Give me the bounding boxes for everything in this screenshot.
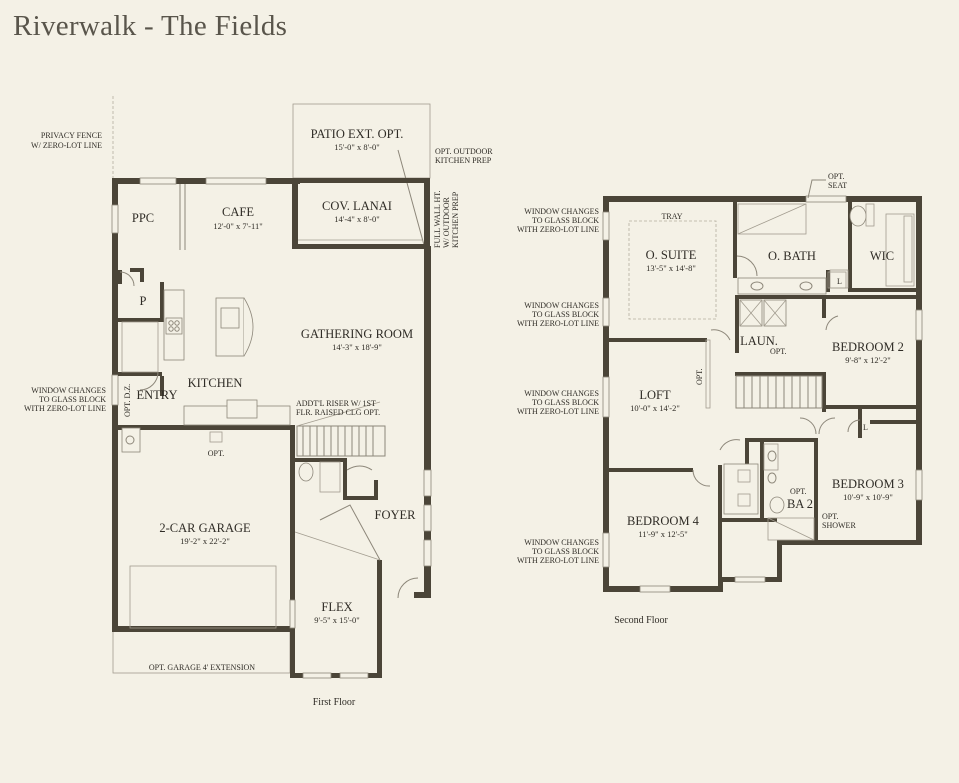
second-floor-plan	[602, 195, 923, 593]
window-changes-bed4-1: WINDOW CHANGES	[524, 538, 599, 547]
linen-closet-label-2: L	[863, 423, 868, 432]
page-title: Riverwalk - The Fields	[13, 10, 288, 42]
room-ba2-label: BA 2	[787, 497, 813, 511]
room-wic-label: WIC	[870, 249, 894, 263]
outdoor-kitchen-note-1: OPT. OUTDOOR	[435, 147, 493, 156]
opt-note: OPT.	[208, 449, 225, 458]
opt-dz-note: OPT. D.Z.	[123, 384, 132, 417]
shower-icon	[767, 517, 815, 541]
garage-ext-note: OPT. GARAGE 4' EXTENSION	[149, 663, 255, 672]
linen-closet-label: L	[837, 277, 842, 286]
room-cafe-dim: 12'-0" x 7'-11"	[213, 221, 262, 231]
room-bed4-label: BEDROOM 4	[627, 514, 700, 528]
room-laun-label: LAUN.	[740, 334, 778, 348]
room-tray-label: TRAY	[661, 212, 682, 221]
laun-opt-note: OPT.	[770, 347, 787, 356]
window-changes-suite-1: WINDOW CHANGES	[524, 207, 599, 216]
opt-seat-note-2: SEAT	[828, 181, 847, 190]
loft-opt-note: OPT.	[695, 368, 704, 385]
room-gathering-dim: 14'-3" x 18'-9"	[332, 342, 382, 352]
riser-note-1: ADDT'L RISER W/ 1ST	[296, 399, 376, 408]
room-suite-label: O. SUITE	[646, 248, 697, 262]
room-bed3-label: BEDROOM 3	[832, 477, 904, 491]
privacy-fence-note-1: PRIVACY FENCE	[41, 131, 102, 140]
second-floor-stairs	[735, 375, 823, 409]
patio-extension-outline	[292, 103, 431, 179]
room-loft-dim: 10'-0" x 14'-2"	[630, 403, 680, 413]
toilet-icon	[769, 496, 785, 514]
toilet-icon	[849, 205, 867, 227]
window-changes-suite2-2: TO GLASS BLOCK	[532, 310, 599, 319]
garage-door	[129, 565, 277, 629]
room-bed3-dim: 10'-9" x 10'-9"	[843, 492, 893, 502]
window-changes-bed4-2: TO GLASS BLOCK	[532, 547, 599, 556]
window-changes-note-1: WINDOW CHANGES	[31, 386, 106, 395]
room-garage-label: 2-CAR GARAGE	[159, 521, 251, 535]
room-patio-label: PATIO EXT. OPT.	[311, 127, 404, 141]
room-lanai-label: COV. LANAI	[322, 199, 392, 213]
room-cafe-label: CAFE	[222, 205, 254, 219]
opt-seat-note-1: OPT.	[828, 172, 845, 181]
vanity-counter	[723, 463, 759, 515]
window-changes-suite-3: WITH ZERO-LOT LINE	[517, 225, 599, 234]
wic-shelving	[885, 213, 915, 287]
full-wall-note-2: W/ OUTDOOR	[442, 196, 451, 248]
tray-ceiling-outline	[628, 220, 717, 320]
room-bed2-dim: 9'-8" x 12'-2"	[845, 355, 890, 365]
window-changes-bed4-3: WITH ZERO-LOT LINE	[517, 556, 599, 565]
room-garage-dim: 19'-2" x 22'-2"	[180, 536, 230, 546]
first-floor-caption: First Floor	[313, 697, 356, 708]
room-loft-label: LOFT	[639, 388, 671, 402]
outdoor-kitchen-note-2: KITCHEN PREP	[435, 156, 492, 165]
window-changes-loft-3: WITH ZERO-LOT LINE	[517, 407, 599, 416]
room-pantry-label: P	[140, 294, 147, 308]
window-changes-loft-1: WINDOW CHANGES	[524, 389, 599, 398]
room-kitchen-label: KITCHEN	[188, 376, 243, 390]
room-ppc-label: PPC	[132, 211, 154, 225]
room-suite-dim: 13'-5" x 14'-8"	[646, 263, 696, 273]
opt-shower-note-2: SHOWER	[822, 521, 856, 530]
sink-icon	[220, 307, 240, 329]
laundry-sink-icon	[121, 427, 141, 453]
first-floor-stairs	[296, 401, 386, 457]
room-obath-label: O. BATH	[768, 249, 816, 263]
window-changes-note-3: WITH ZERO-LOT LINE	[24, 404, 106, 413]
window-changes-suite2-3: WITH ZERO-LOT LINE	[517, 319, 599, 328]
ba2-opt-note: OPT.	[790, 487, 807, 496]
window-changes-loft-2: TO GLASS BLOCK	[532, 398, 599, 407]
cooktop-icon	[165, 317, 183, 335]
room-patio-dim: 15'-0" x 8'-0"	[334, 142, 379, 152]
opt-shower-note-1: OPT.	[822, 512, 839, 521]
window-changes-suite2-1: WINDOW CHANGES	[524, 301, 599, 310]
window-changes-suite-2: TO GLASS BLOCK	[532, 216, 599, 225]
full-wall-note-1: FULL WALL HT.	[433, 190, 442, 248]
room-entry-label: ENTRY	[137, 388, 178, 402]
first-floor-labels: PPC CAFE 12'-0" x 7'-11" PATIO EXT. OPT.…	[24, 127, 493, 708]
privacy-fence-note-2: W/ ZERO-LOT LINE	[31, 141, 102, 150]
room-gathering-label: GATHERING ROOM	[301, 327, 413, 341]
room-flex-label: FLEX	[321, 600, 352, 614]
second-floor-labels: TRAY O. SUITE 13'-5" x 14'-8" O. BATH WI…	[517, 172, 904, 626]
room-lanai-dim: 14'-4" x 8'-0"	[334, 214, 379, 224]
window-changes-note-2: TO GLASS BLOCK	[39, 395, 106, 404]
first-floor-interior-walls	[118, 268, 378, 535]
full-wall-note-3: KITCHEN PREP	[451, 191, 460, 248]
second-floor-caption: Second Floor	[614, 615, 668, 626]
first-floor-plan	[111, 96, 432, 679]
toilet-icon	[298, 462, 314, 482]
shower-icon	[737, 203, 807, 235]
room-bed2-label: BEDROOM 2	[832, 340, 904, 354]
room-flex-dim: 9'-5" x 15'-0"	[314, 615, 359, 625]
riser-note-2: FLR. RAISED CLG OPT.	[296, 408, 380, 417]
room-bed4-dim: 11'-9" x 12'-5"	[638, 529, 687, 539]
second-floor-interior-walls	[609, 202, 916, 577]
room-foyer-label: FOYER	[375, 508, 417, 522]
